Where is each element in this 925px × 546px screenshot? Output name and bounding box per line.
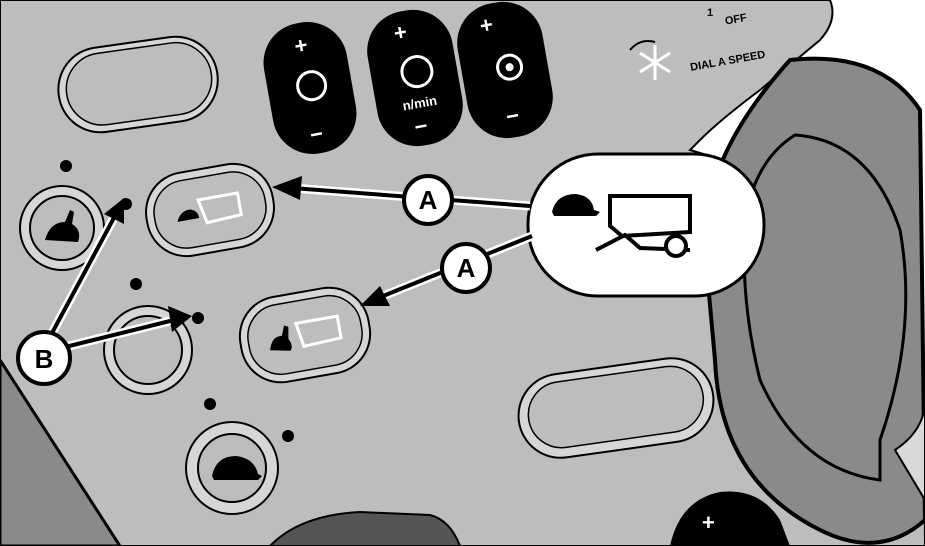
reel-icon [296, 70, 328, 102]
rocker-minus: − [504, 102, 521, 129]
callout-a-bottom-label: A [457, 253, 476, 283]
callout-b: B [16, 330, 72, 386]
combine-preset-button-upper[interactable] [140, 158, 281, 263]
combine-preset-detail [526, 152, 766, 298]
combine-preset-button-lower[interactable] [234, 281, 377, 388]
indicator-dot [282, 430, 294, 442]
panel-edge-strip [0, 357, 122, 546]
detail-bubble [526, 152, 766, 298]
engine-unit-label: n/min [401, 93, 438, 114]
rocker-body [457, 1, 553, 139]
bottom-rocker-body [670, 491, 790, 546]
rocker-minus: − [412, 113, 429, 140]
bottom-rocker-plus: + [702, 510, 715, 535]
turtle-icon [212, 456, 262, 480]
callout-b-label: B [35, 344, 54, 374]
callout-a-top: A [402, 174, 454, 226]
dial-speed-snowflake-icon [639, 45, 671, 80]
rabbit-small-icon [270, 325, 292, 351]
engine-speed-rocker[interactable]: + n/min − [361, 4, 469, 153]
rocker-plus: + [478, 12, 495, 39]
preset-turtle-button[interactable] [185, 421, 279, 515]
rabbit-icon [45, 210, 80, 242]
off-label: OFF [724, 12, 748, 28]
bottom-dark-bezel [268, 510, 462, 546]
blank-button-bottom[interactable] [513, 353, 719, 463]
indicator-dot [204, 398, 216, 410]
fan-speed-rocker[interactable]: + − [451, 0, 559, 144]
blank-pill-face [527, 365, 705, 449]
callout-a-bottom: A [440, 242, 492, 294]
preset-rabbit-button[interactable] [19, 185, 105, 271]
combine-icon [293, 314, 343, 349]
indicator-dot [130, 278, 142, 290]
turtle-small-icon [177, 209, 200, 222]
combine-detail-wheel [664, 234, 688, 258]
blank-button-top-face [65, 41, 213, 126]
rotate-arrow-icon [629, 40, 656, 51]
fan-icon-center [505, 63, 514, 72]
bottom-rocker[interactable]: + [670, 491, 790, 546]
turtle-detail-icon [552, 194, 600, 216]
fan-icon [496, 53, 524, 81]
combine-icon [195, 191, 244, 225]
rocker-minus: − [308, 121, 325, 148]
preset-pill-face [153, 171, 267, 249]
indicator-dot [60, 160, 72, 172]
reel-speed-rocker[interactable]: + − [257, 16, 363, 161]
rocker-plus: + [292, 32, 309, 59]
rocker-body [263, 22, 357, 154]
callout-a-top-label: A [419, 185, 438, 215]
off-index-label: 1 [707, 7, 713, 19]
armrest-edge [893, 399, 925, 502]
indicator-dot [192, 312, 204, 324]
rocker-body [367, 9, 463, 147]
engine-icon [400, 55, 434, 89]
rocker-plus: + [392, 19, 409, 46]
